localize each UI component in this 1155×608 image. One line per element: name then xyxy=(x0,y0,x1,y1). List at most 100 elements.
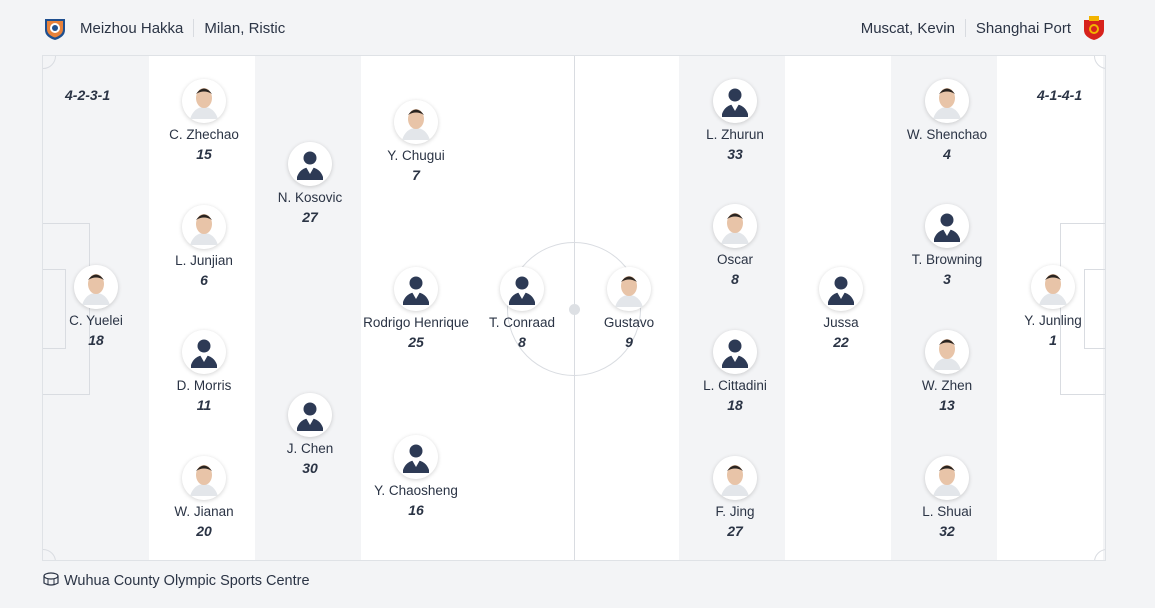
player-number: 8 xyxy=(518,334,526,350)
venue-info: Wuhua County Olympic Sports Centre xyxy=(42,571,310,591)
player-avatar-icon[interactable] xyxy=(288,142,332,186)
player-card[interactable]: W. Jianan 20 xyxy=(144,456,264,539)
player-avatar-icon[interactable] xyxy=(394,267,438,311)
player-card[interactable]: C. Zhechao 15 xyxy=(144,79,264,162)
player-card[interactable]: Gustavo 9 xyxy=(569,267,689,350)
player-card[interactable]: Y. Chaosheng 16 xyxy=(356,435,476,518)
player-number: 22 xyxy=(833,334,849,350)
pitch-stripe xyxy=(255,56,361,560)
player-number: 15 xyxy=(196,146,212,162)
player-number: 18 xyxy=(88,332,104,348)
player-photo[interactable] xyxy=(925,330,969,374)
player-number: 33 xyxy=(727,146,743,162)
header-divider xyxy=(964,19,966,37)
player-name[interactable]: Jussa xyxy=(823,315,859,330)
player-card[interactable]: W. Shenchao 4 xyxy=(887,79,1007,162)
player-name[interactable]: Rodrigo Henrique xyxy=(363,315,469,330)
center-circle xyxy=(507,242,641,376)
player-number: 27 xyxy=(302,209,318,225)
venue-name: Wuhua County Olympic Sports Centre xyxy=(64,573,310,589)
player-card[interactable]: C. Yuelei 18 xyxy=(43,265,156,348)
player-number: 32 xyxy=(939,523,955,539)
player-photo[interactable] xyxy=(182,79,226,123)
left-goal-box xyxy=(43,269,66,349)
player-photo[interactable] xyxy=(1031,265,1075,309)
player-photo[interactable] xyxy=(607,267,651,311)
player-name[interactable]: J. Chen xyxy=(286,441,334,456)
player-number: 9 xyxy=(625,334,633,350)
player-number: 20 xyxy=(196,523,212,539)
player-name[interactable]: L. Junjian xyxy=(175,253,233,268)
meizhou-hakka-crest-icon[interactable] xyxy=(42,15,68,41)
player-name[interactable]: T. Conraad xyxy=(488,315,556,330)
player-card[interactable]: J. Chen 30 xyxy=(250,393,370,476)
home-team-info: Meizhou Hakka Milan, Ristic xyxy=(42,15,285,41)
player-avatar-icon[interactable] xyxy=(819,267,863,311)
home-coach-name[interactable]: Milan, Ristic xyxy=(204,19,286,37)
player-card[interactable]: Jussa 22 xyxy=(781,267,901,350)
player-name[interactable]: C. Zhechao xyxy=(169,127,239,142)
player-photo[interactable] xyxy=(713,456,757,500)
away-team-name[interactable]: Shanghai Port xyxy=(975,19,1071,37)
player-name[interactable]: T. Browning xyxy=(911,252,983,267)
player-avatar-icon[interactable] xyxy=(925,204,969,248)
player-avatar-icon[interactable] xyxy=(288,393,332,437)
player-name[interactable]: W. Jianan xyxy=(174,504,234,519)
player-photo[interactable] xyxy=(74,265,118,309)
header-divider xyxy=(193,19,195,37)
player-photo[interactable] xyxy=(182,205,226,249)
player-name[interactable]: N. Kosovic xyxy=(277,190,343,205)
player-number: 4 xyxy=(943,146,951,162)
player-number: 30 xyxy=(302,460,318,476)
player-avatar-icon[interactable] xyxy=(182,330,226,374)
player-name[interactable]: Gustavo xyxy=(603,315,655,330)
player-name[interactable]: W. Shenchao xyxy=(906,127,988,142)
player-name[interactable]: W. Zhen xyxy=(921,378,973,393)
player-name[interactable]: L. Cittadini xyxy=(703,378,767,393)
player-number: 18 xyxy=(727,397,743,413)
right-goal-box xyxy=(1084,269,1105,349)
player-name[interactable]: Oscar xyxy=(716,252,753,267)
player-card[interactable]: L. Shuai 32 xyxy=(887,456,1007,539)
shanghai-port-crest-icon[interactable] xyxy=(1081,15,1107,41)
away-coach-name[interactable]: Muscat, Kevin xyxy=(860,19,955,37)
player-photo[interactable] xyxy=(182,456,226,500)
player-name[interactable]: L. Zhurun xyxy=(706,127,764,142)
player-name[interactable]: C. Yuelei xyxy=(69,313,123,328)
player-avatar-icon[interactable] xyxy=(394,435,438,479)
player-name[interactable]: F. Jing xyxy=(715,504,755,519)
player-number: 16 xyxy=(408,502,424,518)
player-card[interactable]: T. Conraad 8 xyxy=(462,267,582,350)
player-number: 8 xyxy=(731,271,739,287)
player-avatar-icon[interactable] xyxy=(500,267,544,311)
player-avatar-icon[interactable] xyxy=(713,330,757,374)
player-name[interactable]: Y. Chugui xyxy=(387,148,445,163)
stadium-icon xyxy=(42,570,60,593)
center-spot xyxy=(569,304,580,315)
player-photo[interactable] xyxy=(394,100,438,144)
player-card[interactable]: Oscar 8 xyxy=(675,204,795,287)
left-penalty-box xyxy=(43,223,90,395)
player-card[interactable]: Y. Chugui 7 xyxy=(356,100,476,183)
player-number: 7 xyxy=(412,167,420,183)
player-photo[interactable] xyxy=(713,204,757,248)
player-photo[interactable] xyxy=(925,79,969,123)
away-formation: 4-1-4-1 xyxy=(1037,87,1083,103)
player-name[interactable]: L. Shuai xyxy=(922,504,972,519)
player-name[interactable]: D. Morris xyxy=(176,378,232,393)
player-card[interactable]: N. Kosovic 27 xyxy=(250,142,370,225)
player-name[interactable]: Y. Junling xyxy=(1024,313,1082,328)
player-card[interactable]: L. Zhurun 33 xyxy=(675,79,795,162)
player-photo[interactable] xyxy=(925,456,969,500)
player-avatar-icon[interactable] xyxy=(713,79,757,123)
player-card[interactable]: L. Cittadini 18 xyxy=(675,330,795,413)
player-name[interactable]: Y. Chaosheng xyxy=(374,483,458,498)
home-team-name[interactable]: Meizhou Hakka xyxy=(80,19,184,37)
